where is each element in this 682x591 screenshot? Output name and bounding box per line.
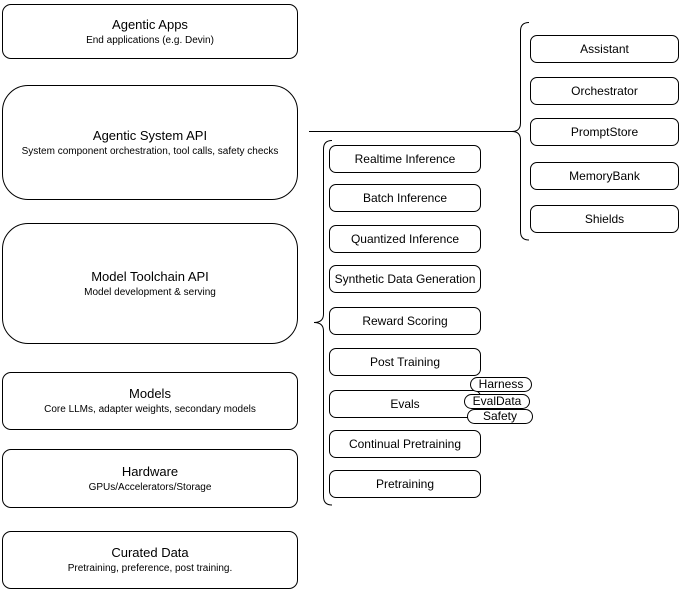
node-title: Models (129, 386, 171, 401)
node-label: Batch Inference (362, 191, 448, 205)
toolchain-item-batch-inference: Batch Inference (329, 184, 481, 212)
eval-badge-safety: Safety (467, 409, 533, 424)
node-subtitle: Model development & serving (84, 286, 216, 298)
node-title: Model Toolchain API (91, 268, 209, 284)
node-label: Quantized Inference (350, 232, 460, 246)
eval-badge-evaldata: EvalData (464, 394, 530, 409)
node-title: Hardware (121, 463, 179, 479)
node-subtitle: Core LLMs, adapter weights, secondary mo… (44, 404, 256, 415)
system-component-shields: Shields (530, 205, 679, 233)
node-models: Models Core LLMs, adapter weights, secon… (2, 372, 298, 430)
node-label: Pretraining (375, 477, 435, 491)
toolchain-item-synthetic-data-generation: Synthetic Data Generation (329, 265, 481, 293)
node-curated-data: Curated Data Pretraining, preference, po… (2, 531, 298, 589)
components-brace (511, 22, 530, 241)
node-label: Evals (390, 397, 420, 411)
node-label: Realtime Inference (354, 152, 456, 166)
node-label: Orchestrator (571, 84, 638, 98)
system-component-orchestrator: Orchestrator (530, 77, 679, 105)
node-title: Curated Data (111, 545, 189, 560)
toolchain-item-continual-pretraining: Continual Pretraining (329, 430, 481, 458)
toolchain-item-quantized-inference: Quantized Inference (329, 225, 481, 253)
node-model-toolchain-api: Model Toolchain API Model development & … (2, 223, 298, 344)
node-label: Synthetic Data Generation (334, 272, 476, 286)
node-agentic-apps: Agentic Apps End applications (e.g. Devi… (2, 4, 298, 59)
toolchain-item-reward-scoring: Reward Scoring (329, 307, 481, 335)
node-label: PromptStore (570, 125, 639, 139)
toolchain-item-realtime-inference: Realtime Inference (329, 145, 481, 173)
node-label: Reward Scoring (362, 314, 448, 328)
node-label: Assistant (580, 42, 629, 56)
node-label: Post Training (369, 355, 441, 369)
badge-label: EvalData (472, 394, 522, 408)
toolchain-item-post-training: Post Training (329, 348, 481, 376)
node-subtitle: System component orchestration, tool cal… (21, 145, 279, 157)
system-component-memorybank: MemoryBank (530, 162, 679, 190)
node-agentic-system-api: Agentic System API System component orch… (2, 85, 298, 200)
node-label: Shields (584, 212, 625, 226)
node-label: Continual Pretraining (348, 437, 462, 451)
eval-badge-harness: Harness (470, 377, 532, 392)
node-label: MemoryBank (569, 169, 640, 183)
node-title: Agentic Apps (112, 16, 188, 32)
node-hardware: Hardware GPUs/Accelerators/Storage (2, 449, 298, 508)
toolchain-item-evals: Evals (329, 390, 481, 418)
system-component-promptstore: PromptStore (530, 118, 679, 146)
toolchain-item-pretraining: Pretraining (329, 470, 481, 498)
badge-label: Safety (482, 409, 518, 423)
system-component-assistant: Assistant (530, 35, 679, 63)
node-subtitle: GPUs/Accelerators/Storage (88, 481, 212, 493)
badge-label: Harness (478, 377, 524, 391)
node-title: Agentic System API (92, 127, 208, 143)
node-subtitle: Pretraining, preference, post training. (67, 563, 233, 574)
node-subtitle: End applications (e.g. Devin) (86, 34, 214, 46)
